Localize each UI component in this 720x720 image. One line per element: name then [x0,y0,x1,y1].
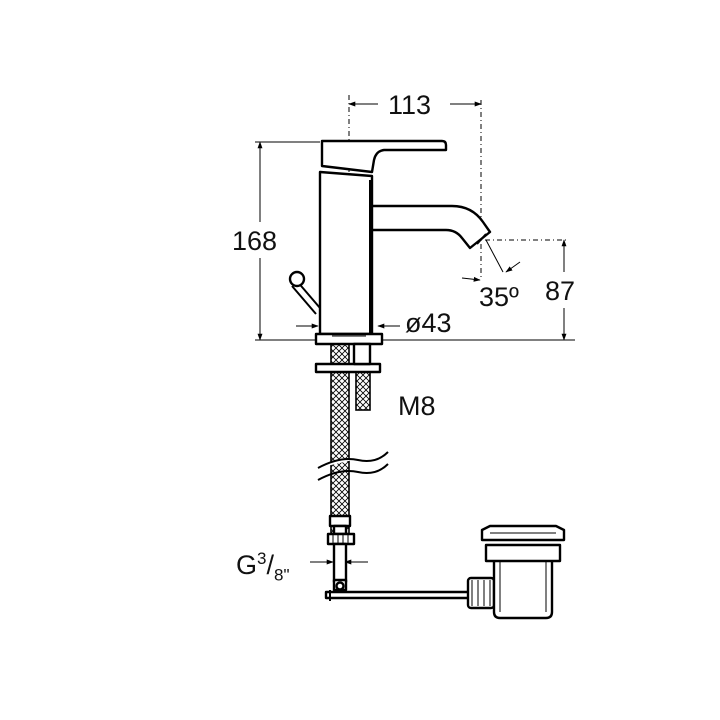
threaded-rod-m8 [355,371,371,411]
waste-body [492,558,554,620]
connection-label-denominator: 8" [274,565,290,585]
dimension-label-113: 113 [388,90,432,120]
waste-flange [484,543,562,563]
pull-rod [324,590,472,600]
dimension-angle-35 [461,239,521,282]
connection-label-g38: G3/8" [236,549,290,585]
dimension-label-diameter: ø43 [405,308,452,338]
break-line-upper [317,451,389,469]
faucet-body [288,139,492,346]
threaded-rod-upper [352,342,372,366]
under-counter-assembly [310,342,566,620]
popup-lever-knob [288,270,306,288]
dimension-label-87: 87 [545,276,576,306]
connection-label-numerator: 3 [257,549,267,568]
dimension-label-168: 168 [232,226,278,256]
main-body-cylinder [318,170,374,336]
connection-label-g: G [236,550,258,580]
dimension-label-angle: 35º [479,282,519,312]
lever-handle [320,139,448,174]
thread-label-m8: M8 [398,391,436,421]
hose-fitting-top [328,514,352,528]
spout [370,204,492,250]
break-line-lower [317,463,389,481]
fixing-plate [314,362,382,374]
hose-tail [332,542,348,584]
hose-nut [326,532,356,546]
